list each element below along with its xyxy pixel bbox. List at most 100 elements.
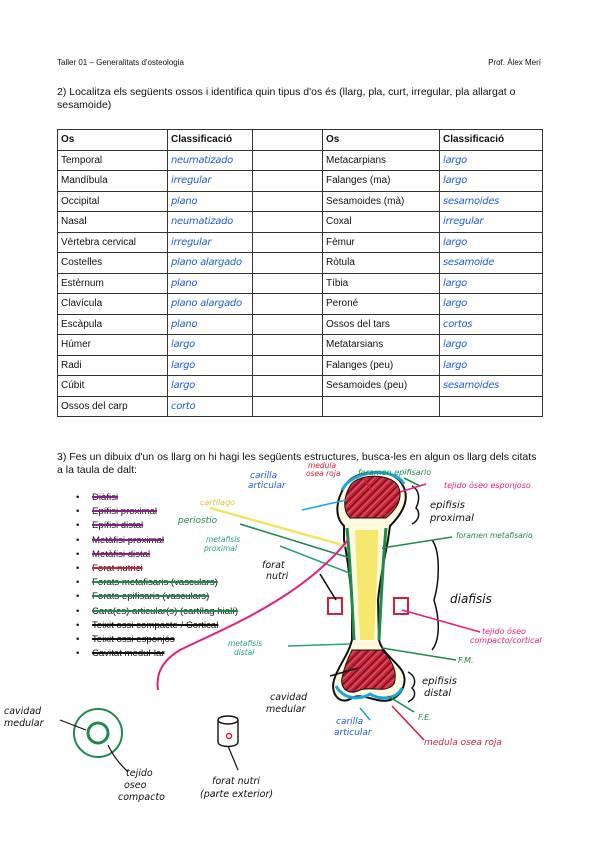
handwritten-answer: largo: [443, 175, 467, 187]
list-item: Forats metafisaris (vasculars): [76, 576, 238, 590]
list-item: Teixit ossi compacte / Cortical: [76, 619, 238, 633]
classification-cell: sesamoides: [439, 375, 543, 397]
label-foramen-epifisario: foramen epifisario: [358, 468, 431, 477]
list-item: Teixit ossi esponjós: [76, 633, 238, 647]
handwritten-answer: largo: [443, 277, 467, 289]
header-professor: Prof. Àlex Merí: [488, 58, 541, 67]
bone-name: Radi: [61, 359, 82, 371]
bone-name: Falanges (ma): [326, 175, 391, 187]
label-diafisis: diafisis: [450, 592, 492, 606]
bone-name: Metatarsians: [326, 339, 384, 351]
label-foramen-metafisario: foramen metafisario: [456, 531, 533, 540]
label-periostio: periostio: [177, 516, 218, 526]
list-item: Forat nutrici: [76, 562, 238, 576]
list-item: Forats epifisaris (vasculars): [76, 590, 238, 604]
bone-name: Falanges (peu): [326, 359, 394, 371]
bone-name: Mandíbula: [61, 175, 108, 187]
bone-name: Coxal: [326, 216, 352, 228]
bone-name: Vèrtebra cervical: [61, 236, 137, 248]
handwritten-answer: plano alargado: [171, 257, 242, 269]
nutrient-foramen-sketch: [217, 715, 239, 771]
list-item: Cara(es) articular(s) (cartílag hialí): [76, 605, 238, 619]
list-item: Metàfisi distal: [76, 548, 238, 562]
bone-name: Cúbit: [61, 380, 85, 392]
cross-section: [59, 708, 129, 773]
pointer-lines: [209, 477, 481, 741]
bone-name: Sesamoides (peu): [326, 380, 408, 392]
label-fm: F.M.: [458, 656, 474, 665]
bone-name: Peroné: [326, 298, 359, 310]
bone-name: Temporal: [61, 154, 103, 166]
label-medula-roja-bottom: medula osea roja: [424, 738, 502, 748]
bone-name: Sesamoides (mà): [326, 195, 405, 207]
handwritten-answer: largo: [171, 380, 195, 392]
question-3: 3) Fes un dibuix d'un os llarg on hi hag…: [57, 451, 537, 476]
handwritten-answer: irregular: [171, 236, 212, 248]
handwritten-answer: neumatizado: [171, 154, 233, 166]
bone-name: Húmer: [61, 339, 92, 351]
handwritten-answer: plano: [171, 195, 198, 207]
list-item: Diàfisi: [76, 491, 238, 505]
bone-name: Nasal: [61, 216, 87, 228]
handwritten-answer: largo: [443, 298, 467, 310]
label-forat-nutrici-bottom: forat nutri(parte exterior): [200, 776, 273, 800]
bone-name: Escàpula: [61, 318, 103, 330]
handwritten-answer: largo: [443, 236, 467, 248]
handwritten-answer: sesamoides: [443, 380, 500, 392]
bone-name: Metacarpians: [326, 154, 387, 166]
classification-cell: corto: [167, 395, 253, 417]
bone-name: Occipital: [61, 195, 100, 207]
bone-shape: [327, 471, 409, 702]
table-header-row: Os Classificació Os Classificació: [57, 129, 543, 151]
magenta-curve: [156, 539, 349, 691]
bone-name: Ròtula: [326, 257, 355, 269]
handwritten-answer: neumatizado: [171, 216, 233, 228]
handwritten-answer: sesamoides: [443, 195, 500, 207]
classification-cell: largo: [439, 149, 543, 171]
classification-cell: [439, 395, 543, 417]
handwritten-answer: largo: [443, 154, 467, 166]
label-tejido-esponjoso: tejido óseo esponjoso: [444, 480, 531, 490]
handwritten-answer: plano: [171, 318, 198, 330]
bone-name: Fèmur: [326, 236, 355, 248]
handwritten-answer: sesamoide: [443, 257, 495, 269]
bone-name: Costelles: [61, 257, 103, 269]
bone-name: Tíbia: [326, 277, 349, 289]
question-2: 2) Localitza els següents ossos i identi…: [57, 86, 516, 111]
handwritten-answer: irregular: [443, 216, 484, 228]
handwritten-answer: irregular: [171, 175, 212, 187]
handwritten-answer: largo: [171, 359, 195, 371]
table-row: Cúbit largo Sesamoides (peu) sesamoides: [57, 375, 543, 397]
structures-list: Diàfisi Epífisi proximal Epífisi distal …: [76, 491, 238, 662]
handwritten-answer: corto: [171, 400, 196, 412]
list-item: Metàfisi proximal: [76, 534, 238, 548]
list-item: Epífisi distal: [76, 519, 238, 533]
table-row: Occipital plano Sesamoides (mà) sesamoides: [57, 190, 543, 212]
bone-name: Ossos del tars: [326, 318, 390, 330]
bone-name: Estèrnum: [61, 277, 104, 289]
bone-name: Clavícula: [61, 298, 103, 310]
handwritten-answer: cortos: [443, 318, 473, 330]
bones-table: Os Classificació Os Classificació Tempor…: [57, 129, 543, 417]
handwritten-answer: plano alargado: [171, 298, 242, 310]
label-fe: F.E.: [418, 713, 432, 722]
handwritten-answer: largo: [443, 339, 467, 351]
table-row: Vèrtebra cervical irregular Fèmur largo: [57, 231, 543, 253]
header-course: Taller 01 – Generalitats d'osteologia: [57, 58, 184, 67]
handwritten-answer: largo: [443, 359, 467, 371]
brackets: [407, 485, 439, 703]
handwritten-answer: largo: [171, 339, 195, 351]
label-cartilago: cartílago: [200, 498, 235, 507]
